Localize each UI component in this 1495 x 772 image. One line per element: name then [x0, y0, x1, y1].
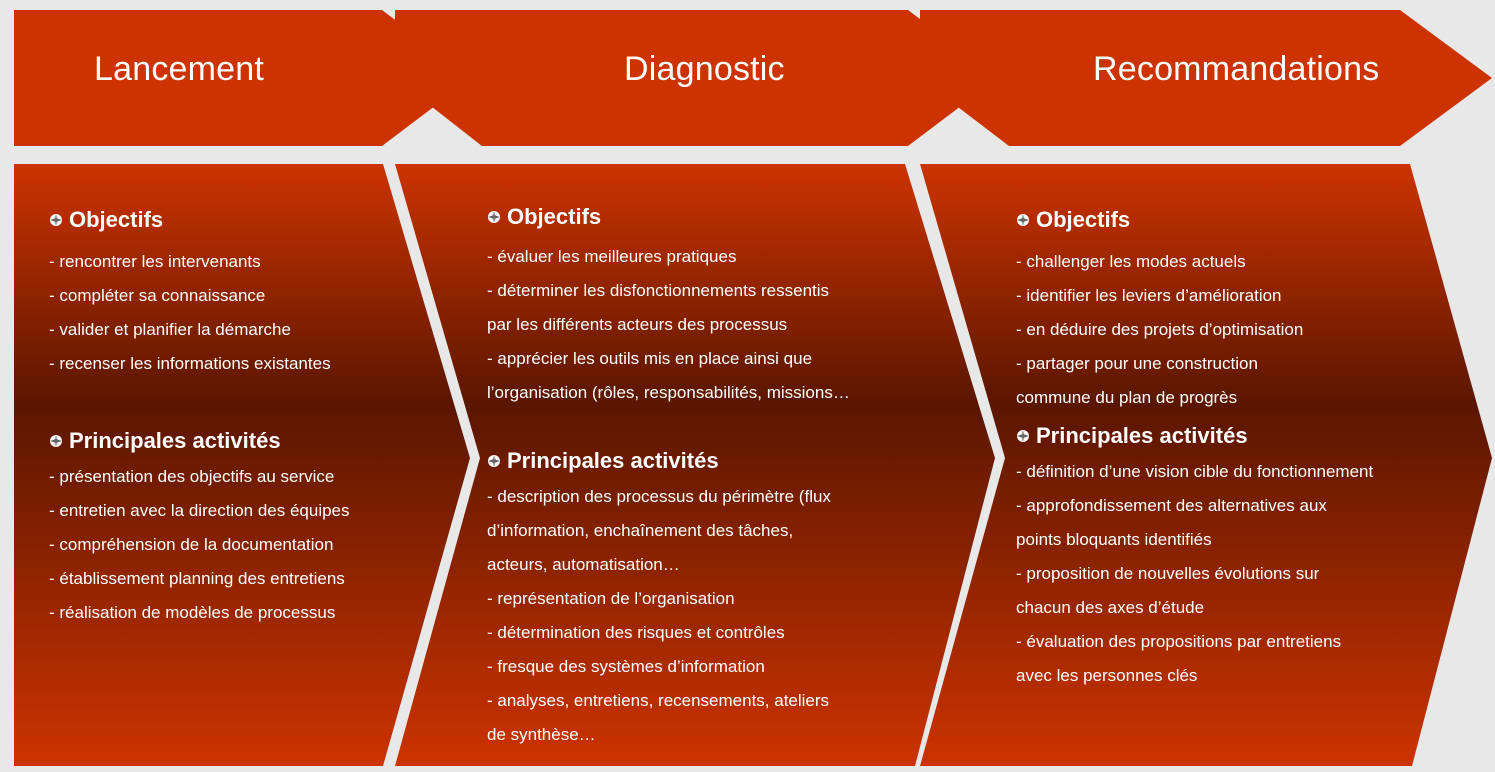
list-item: - représentation de l’organisation [487, 589, 735, 608]
list-item: - entretien avec la direction des équipe… [49, 501, 350, 520]
objectives-heading: Objectifs [487, 202, 850, 232]
objectives-heading-label: Objectifs [1036, 207, 1131, 232]
objectives-heading-label: Objectifs [69, 207, 164, 232]
list-item: chacun des axes d’étude [1016, 598, 1205, 617]
list-item: - recenser les informations existantes [49, 354, 331, 373]
objectives-heading-label: Objectifs [507, 204, 602, 229]
list-item: par les différents acteurs des processus [487, 315, 788, 334]
activities-list: - description des processus du périmètre… [487, 480, 850, 752]
chevron-lancement [14, 10, 472, 146]
activities-heading-label: Principales activités [69, 428, 281, 453]
list-item: - définition d’une vision cible du fonct… [1016, 462, 1374, 481]
phase-title-recommandations: Recommandations [1093, 50, 1380, 88]
diamond-bullet-icon [49, 434, 63, 448]
activities-heading: Principales activités [1016, 421, 1373, 451]
panel-content-recommandations: Objectifs - challenger les modes actuels… [1016, 205, 1373, 693]
list-item: - évaluer les meilleures pratiques [487, 247, 737, 266]
list-item: - proposition de nouvelles évolutions su… [1016, 564, 1320, 583]
list-item: acteurs, automatisation… [487, 555, 680, 574]
list-item: - en déduire des projets d’optimisation [1016, 320, 1304, 339]
list-item: l’organisation (rôles, responsabilités, … [487, 383, 850, 402]
panel-content-diagnostic: Objectifs - évaluer les meilleures prati… [487, 202, 850, 752]
list-item: - description des processus du périmètre… [487, 487, 831, 506]
objectives-list: - challenger les modes actuels - identif… [1016, 245, 1373, 415]
activities-heading-label: Principales activités [507, 448, 719, 473]
activities-list: - présentation des objectifs au service … [49, 460, 350, 630]
list-item: - analyses, entretiens, recensements, at… [487, 691, 830, 710]
phase-title-lancement: Lancement [94, 50, 265, 88]
list-item: - établissement planning des entretiens [49, 569, 345, 588]
objectives-list: - évaluer les meilleures pratiques - dét… [487, 240, 850, 410]
list-item: - réalisation de modèles de processus [49, 603, 336, 622]
list-item: - fresque des systèmes d’information [487, 657, 765, 676]
activities-heading-label: Principales activités [1036, 423, 1248, 448]
chevron-diagnostic [395, 10, 998, 146]
objectives-heading: Objectifs [49, 205, 350, 235]
list-item: - compréhension de la documentation [49, 535, 334, 554]
diamond-bullet-icon [1016, 213, 1030, 227]
diamond-bullet-icon [487, 210, 501, 224]
objectives-heading: Objectifs [1016, 205, 1373, 235]
objectives-list: - rencontrer les intervenants - compléte… [49, 245, 350, 381]
list-item: - compléter sa connaissance [49, 286, 266, 305]
list-item: - identifier les leviers d’amélioration [1016, 286, 1282, 305]
list-item: d’information, enchaînement des tâches, [487, 521, 794, 540]
list-item: - approfondissement des alternatives aux [1016, 496, 1327, 515]
list-item: - challenger les modes actuels [1016, 252, 1246, 271]
list-item: - évaluation des propositions par entret… [1016, 632, 1342, 651]
activities-heading: Principales activités [487, 446, 850, 476]
panel-recommandations [920, 164, 1492, 766]
activities-list: - définition d’une vision cible du fonct… [1016, 455, 1373, 693]
list-item: - valider et planifier la démarche [49, 320, 291, 339]
diamond-bullet-icon [49, 213, 63, 227]
diamond-bullet-icon [1016, 429, 1030, 443]
list-item: commune du plan de progrès [1016, 388, 1238, 407]
diamond-bullet-icon [487, 454, 501, 468]
panel-content-lancement: Objectifs - rencontrer les intervenants … [49, 205, 350, 630]
list-item: - apprécier les outils mis en place ains… [487, 349, 813, 368]
list-item: - déterminer les disfonctionnements ress… [487, 281, 830, 300]
list-item: points bloquants identifiés [1016, 530, 1212, 549]
list-item: de synthèse… [487, 725, 596, 744]
panel-lancement [14, 164, 470, 766]
phase-title-diagnostic: Diagnostic [624, 50, 785, 88]
list-item: - détermination des risques et contrôles [487, 623, 785, 642]
chevron-recommandations [920, 10, 1492, 146]
list-item: - partager pour une construction [1016, 354, 1258, 373]
activities-heading: Principales activités [49, 426, 350, 456]
list-item: - rencontrer les intervenants [49, 252, 261, 271]
list-item: - présentation des objectifs au service [49, 467, 335, 486]
panel-diagnostic [395, 164, 995, 766]
list-item: avec les personnes clés [1016, 666, 1198, 685]
